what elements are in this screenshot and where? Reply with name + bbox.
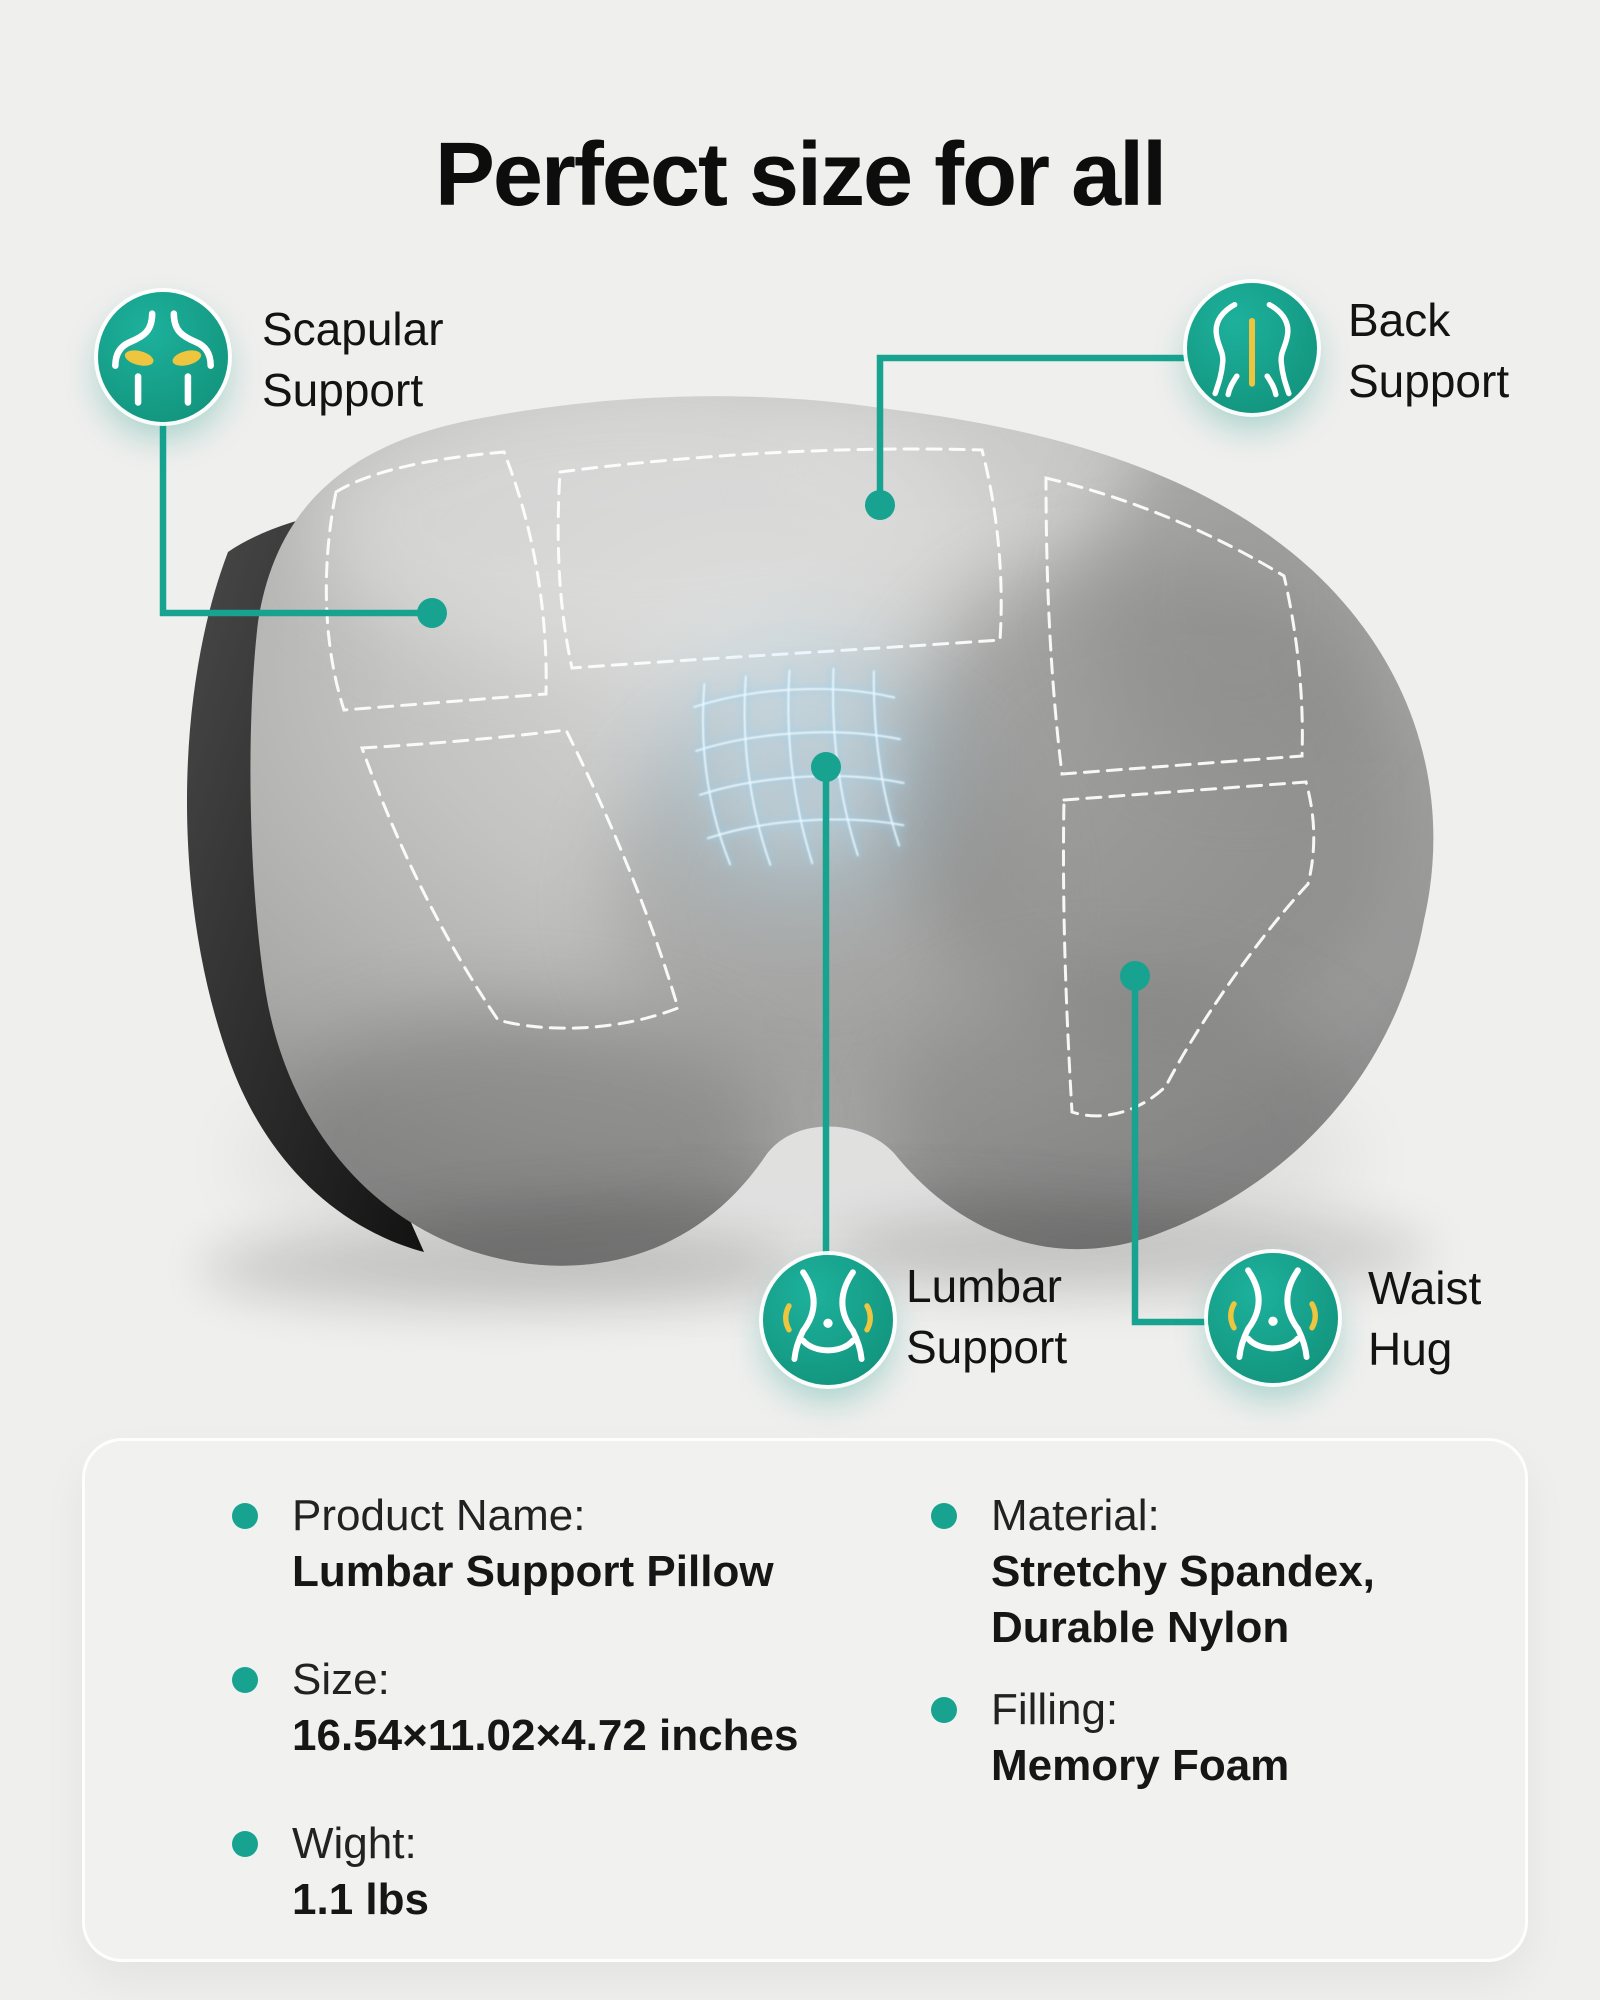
back-support-badge [1187, 283, 1317, 413]
spec-label: Wight: [292, 1819, 417, 1868]
lumbar-glow-mesh [650, 627, 950, 909]
zone-waist-upper [1044, 476, 1304, 776]
marker-dots [417, 490, 1150, 991]
spec-item-material: Material: Stretchy Spandex, Durable Nylo… [931, 1488, 1375, 1656]
marker-dot-back [865, 490, 895, 520]
spec-column-right: Material: Stretchy Spandex, Durable Nylo… [931, 1488, 1375, 1820]
spec-value: 1.1 lbs [292, 1875, 429, 1924]
spec-value: Lumbar Support Pillow [292, 1547, 774, 1596]
dashed-zones [324, 447, 1316, 1118]
connector-scapular [159, 360, 424, 617]
waist-hug-label: Waist Hug [1368, 1262, 1482, 1375]
spec-value: Memory Foam [991, 1741, 1290, 1790]
spec-card [82, 1438, 1528, 1962]
waist-hug-badge [1208, 1253, 1338, 1383]
spec-label: Size: [292, 1655, 390, 1704]
waist-outline-icon [1228, 1267, 1318, 1360]
bullet-dot [931, 1697, 957, 1723]
spec-value: Stretchy Spandex, Durable Nylon [991, 1547, 1375, 1652]
marker-dot-lumbar [811, 752, 841, 782]
spec-item-product-name: Product Name: Lumbar Support Pillow [232, 1488, 798, 1600]
page-title: Perfect size for all [434, 125, 1167, 226]
back-support-label: Back Support [1348, 294, 1510, 407]
marker-dot-scapular [417, 598, 447, 628]
spec-item-weight: Wight: 1.1 lbs [232, 1816, 798, 1928]
lumbar-support-label: Lumbar Support [906, 1260, 1068, 1373]
back-spine-icon [1212, 301, 1292, 398]
zone-back [556, 447, 1003, 670]
lumbar-support-badge [763, 1255, 893, 1385]
zone-scapular-lower [359, 728, 680, 1030]
spec-label: Filling: [991, 1685, 1119, 1734]
spec-label: Product Name: [292, 1491, 586, 1540]
spec-item-size: Size: 16.54×11.02×4.72 inches [232, 1652, 798, 1764]
scapular-support-label: Scapular Support [262, 303, 444, 416]
bullet-dot [232, 1667, 258, 1693]
marker-dot-waist [1120, 961, 1150, 991]
zone-scapular-upper [324, 450, 548, 712]
shoulder-blades-icon [112, 310, 214, 406]
pillow-illustration [159, 354, 1434, 1326]
bullet-dot [931, 1503, 957, 1529]
bullet-dot [232, 1831, 258, 1857]
bullet-dot [232, 1503, 258, 1529]
spec-value: 16.54×11.02×4.72 inches [292, 1711, 799, 1760]
connector-back [876, 354, 1246, 498]
zone-waist-lower [1061, 780, 1316, 1118]
scapular-support-badge [98, 292, 228, 422]
spec-column-left: Product Name: Lumbar Support Pillow Size… [232, 1488, 798, 1980]
spec-item-filling: Filling: Memory Foam [931, 1682, 1375, 1794]
waist-outline-icon [783, 1269, 873, 1362]
spec-label: Material: [991, 1491, 1160, 1540]
